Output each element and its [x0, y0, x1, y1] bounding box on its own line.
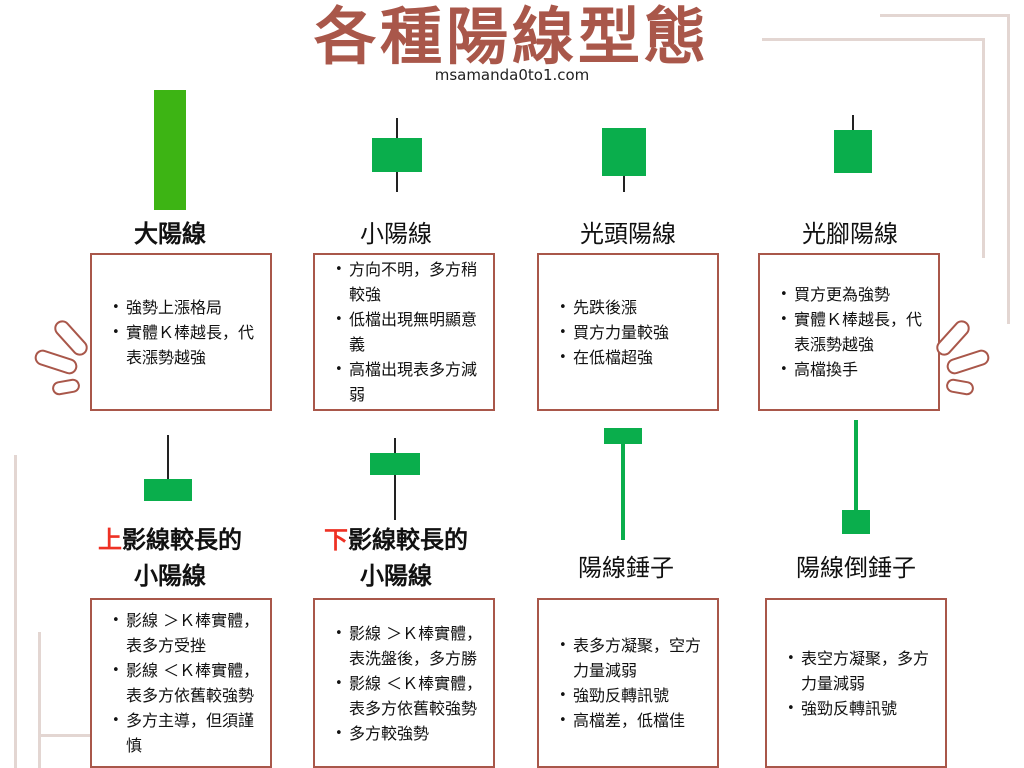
candle-body — [842, 510, 870, 534]
pattern-label-line2: 小陽線 — [134, 562, 206, 590]
highlight-char: 下 — [324, 526, 348, 554]
desc-item: 多方主導，但須謹慎 — [100, 708, 262, 758]
candle-inverted-hammer — [842, 420, 870, 534]
desc-list: 買方更為強勢 實體Ｋ棒越長，代表漲勢越強 高檔換手 — [760, 255, 938, 409]
desc-item: 強勁反轉訊號 — [547, 683, 709, 708]
desc-item: 在低檔超強 — [547, 345, 709, 370]
desc-item: 買方更為強勢 — [768, 282, 930, 307]
desc-item: 影線 ＞Ｋ棒實體，表多方受挫 — [100, 608, 262, 658]
candle-shaven-bottom — [834, 115, 872, 173]
desc-item: 實體Ｋ棒越長，代表漲勢越強 — [768, 307, 930, 357]
decor-line-top-right-h — [880, 14, 1010, 17]
pattern-label-long-upper-shadow: 上影線較長的 小陽線 — [70, 522, 270, 594]
desc-box-long-lower-shadow: 影線 ＞Ｋ棒實體，表洗盤後，多方勝 影線 ＜Ｋ棒實體，表多方依舊較強勢 多方較強… — [313, 598, 495, 768]
spark-decoration-left-1 — [51, 317, 91, 359]
decor-line-top-right-v — [1007, 14, 1010, 324]
candle-body — [834, 130, 872, 173]
desc-list: 方向不明，多方稍較強 低檔出現無明顯意義 高檔出現表多方減弱 — [315, 255, 493, 409]
desc-item: 高檔換手 — [768, 357, 930, 382]
desc-item: 高檔差，低檔佳 — [547, 708, 709, 733]
desc-item: 多方較強勢 — [323, 721, 485, 746]
page-title: 各種陽線型態 — [313, 0, 710, 73]
candle-hammer — [604, 428, 642, 540]
desc-item: 方向不明，多方稍較強 — [323, 257, 485, 307]
pattern-label-line2: 小陽線 — [360, 562, 432, 590]
desc-item: 表空方凝聚，多方力量減弱 — [775, 646, 937, 696]
candle-body — [372, 138, 422, 172]
decor-line-top-right-v2 — [982, 38, 985, 258]
desc-item: 表多方凝聚，空方力量減弱 — [547, 633, 709, 683]
pattern-label-line1: 上影線較長的 — [98, 526, 242, 554]
desc-box-long-upper-shadow: 影線 ＞Ｋ棒實體，表多方受挫 影線 ＜Ｋ棒實體，表多方依舊較強勢 多方主導，但須… — [90, 598, 272, 768]
desc-list: 強勢上漲格局 實體Ｋ棒越長，代表漲勢越強 — [92, 255, 270, 409]
spark-decoration-left-3 — [50, 377, 82, 397]
desc-box-hammer: 表多方凝聚，空方力量減弱 強勁反轉訊號 高檔差，低檔佳 — [537, 598, 719, 768]
desc-list: 影線 ＞Ｋ棒實體，表多方受挫 影線 ＜Ｋ棒實體，表多方依舊較強勢 多方主導，但須… — [92, 600, 270, 766]
candle-body — [604, 428, 642, 444]
candle-wick — [167, 435, 169, 501]
desc-box-inverted-hammer: 表空方凝聚，多方力量減弱 強勁反轉訊號 — [765, 598, 947, 768]
decor-line-left-v2 — [38, 632, 41, 768]
decor-line-top-right-h2 — [762, 38, 984, 41]
desc-item: 低檔出現無明顯意義 — [323, 307, 485, 357]
desc-item: 先跌後漲 — [547, 295, 709, 320]
candle-body — [144, 479, 192, 501]
desc-item: 影線 ＜Ｋ棒實體，表多方依舊較強勢 — [323, 671, 485, 721]
desc-box-small-bullish: 方向不明，多方稍較強 低檔出現無明顯意義 高檔出現表多方減弱 — [313, 253, 495, 411]
desc-list: 表空方凝聚，多方力量減弱 強勁反轉訊號 — [767, 600, 945, 766]
desc-item: 強勢上漲格局 — [100, 295, 262, 320]
candle-body — [602, 128, 646, 176]
candle-wick — [852, 115, 854, 135]
desc-item: 買方力量較強 — [547, 320, 709, 345]
site-url: msamanda0to1.com — [434, 66, 590, 84]
desc-list: 影線 ＞Ｋ棒實體，表洗盤後，多方勝 影線 ＜Ｋ棒實體，表多方依舊較強勢 多方較強… — [315, 600, 493, 766]
candle-big-bullish — [154, 90, 186, 210]
pattern-label-line1: 下影線較長的 — [324, 526, 468, 554]
desc-box-shaven-head: 先跌後漲 買方力量較強 在低檔超強 — [537, 253, 719, 411]
decor-line-left-v — [14, 455, 17, 768]
desc-item: 影線 ＜Ｋ棒實體，表多方依舊較強勢 — [100, 658, 262, 708]
candle-wick — [623, 168, 625, 192]
pattern-label-inverted-hammer: 陽線倒錘子 — [796, 554, 916, 582]
pattern-label-long-lower-shadow: 下影線較長的 小陽線 — [296, 522, 496, 594]
candle-body — [370, 453, 420, 475]
desc-item: 影線 ＞Ｋ棒實體，表洗盤後，多方勝 — [323, 621, 485, 671]
pattern-label-hammer: 陽線錘子 — [578, 554, 674, 582]
pattern-label-big-bullish: 大陽線 — [134, 220, 206, 248]
spark-decoration-right-3 — [944, 377, 976, 397]
desc-list: 先跌後漲 買方力量較強 在低檔超強 — [539, 255, 717, 409]
desc-box-big-bullish: 強勢上漲格局 實體Ｋ棒越長，代表漲勢越強 — [90, 253, 272, 411]
candle-shaven-head — [602, 128, 646, 192]
desc-list: 表多方凝聚，空方力量減弱 強勁反轉訊號 高檔差，低檔佳 — [539, 600, 717, 766]
spark-decoration-right-2 — [944, 347, 992, 377]
candle-wick — [854, 420, 858, 512]
decor-line-left-h2 — [38, 734, 90, 737]
candle-body — [154, 90, 186, 210]
desc-item: 實體Ｋ棒越長，代表漲勢越強 — [100, 320, 262, 370]
desc-box-shaven-bottom: 買方更為強勢 實體Ｋ棒越長，代表漲勢越強 高檔換手 — [758, 253, 940, 411]
candle-small-bullish — [372, 118, 422, 192]
pattern-label-shaven-head: 光頭陽線 — [580, 220, 676, 248]
candle-long-lower-shadow — [370, 438, 420, 520]
candle-wick — [394, 438, 396, 520]
highlight-char: 上 — [98, 526, 122, 554]
pattern-label-small-bullish: 小陽線 — [360, 220, 432, 248]
desc-item: 高檔出現表多方減弱 — [323, 357, 485, 407]
candle-long-upper-shadow — [144, 435, 192, 501]
candle-wick — [621, 444, 625, 540]
pattern-label-shaven-bottom: 光腳陽線 — [802, 220, 898, 248]
desc-item: 強勁反轉訊號 — [775, 696, 937, 721]
